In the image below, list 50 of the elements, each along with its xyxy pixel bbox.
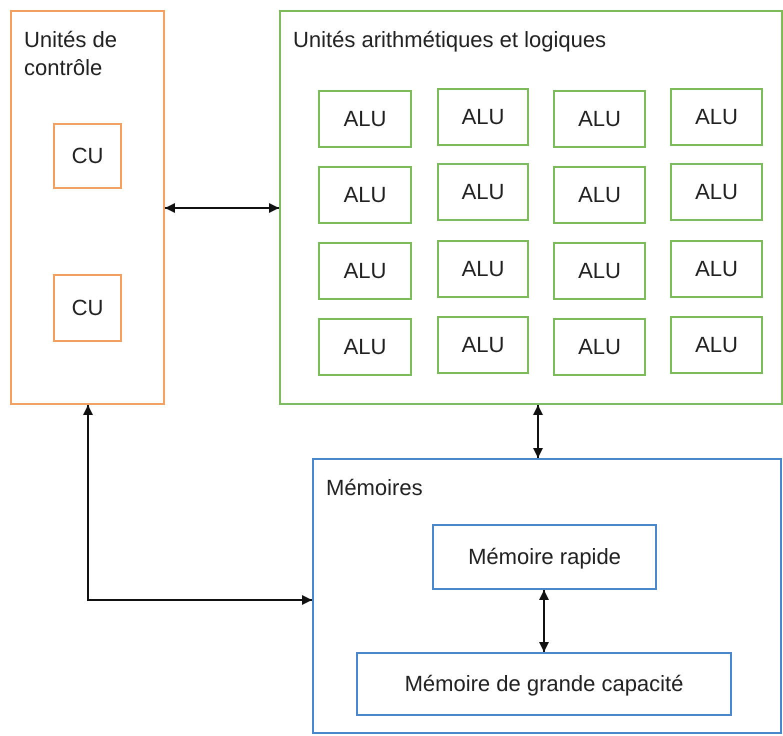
unit-box [437, 163, 529, 221]
unit-label: ALU [462, 103, 504, 131]
group-box [312, 458, 782, 734]
unit-label: ALU [344, 181, 386, 209]
unit-label: ALU [462, 255, 504, 283]
unit-label: ALU [578, 333, 621, 361]
connector-arrow [539, 590, 549, 652]
unit-label: Mémoire de grande capacité [404, 670, 684, 698]
unit-label: Mémoire rapide [468, 543, 621, 571]
group-title: Unités arithmétiques et logiques [293, 26, 606, 54]
unit-label: ALU [344, 257, 386, 285]
unit-label: ALU [344, 333, 386, 361]
unit-box [318, 242, 412, 300]
unit-label: CU [72, 294, 104, 322]
unit-label: ALU [578, 181, 621, 209]
group-box [279, 10, 783, 405]
unit-label: ALU [695, 255, 738, 283]
unit-box [670, 240, 763, 298]
unit-box [553, 90, 646, 148]
unit-box [356, 652, 732, 716]
unit-box [437, 240, 529, 298]
connector-arrow [83, 405, 312, 605]
unit-label: CU [72, 142, 104, 170]
group-title: Mémoires [326, 474, 423, 502]
unit-box [53, 123, 122, 189]
connector-arrow [533, 405, 543, 458]
unit-label: ALU [578, 105, 621, 133]
unit-box [437, 88, 529, 146]
unit-box [432, 524, 657, 590]
unit-box [318, 166, 412, 224]
unit-label: ALU [462, 178, 504, 206]
unit-box [553, 166, 646, 224]
unit-box [318, 318, 412, 376]
unit-box [553, 318, 646, 376]
unit-label: ALU [578, 257, 621, 285]
group-title: Unités de contrôle [24, 26, 118, 81]
unit-box [553, 242, 646, 300]
unit-label: ALU [462, 331, 504, 359]
unit-label: ALU [695, 178, 738, 206]
unit-box [670, 163, 763, 221]
unit-box [670, 316, 763, 374]
unit-label: ALU [695, 331, 738, 359]
unit-box [318, 90, 412, 148]
group-box [10, 10, 165, 405]
unit-box [437, 316, 529, 374]
connector-arrow [165, 203, 279, 213]
unit-box [53, 274, 122, 342]
unit-label: ALU [695, 103, 738, 131]
unit-box [670, 88, 763, 146]
unit-label: ALU [344, 105, 386, 133]
